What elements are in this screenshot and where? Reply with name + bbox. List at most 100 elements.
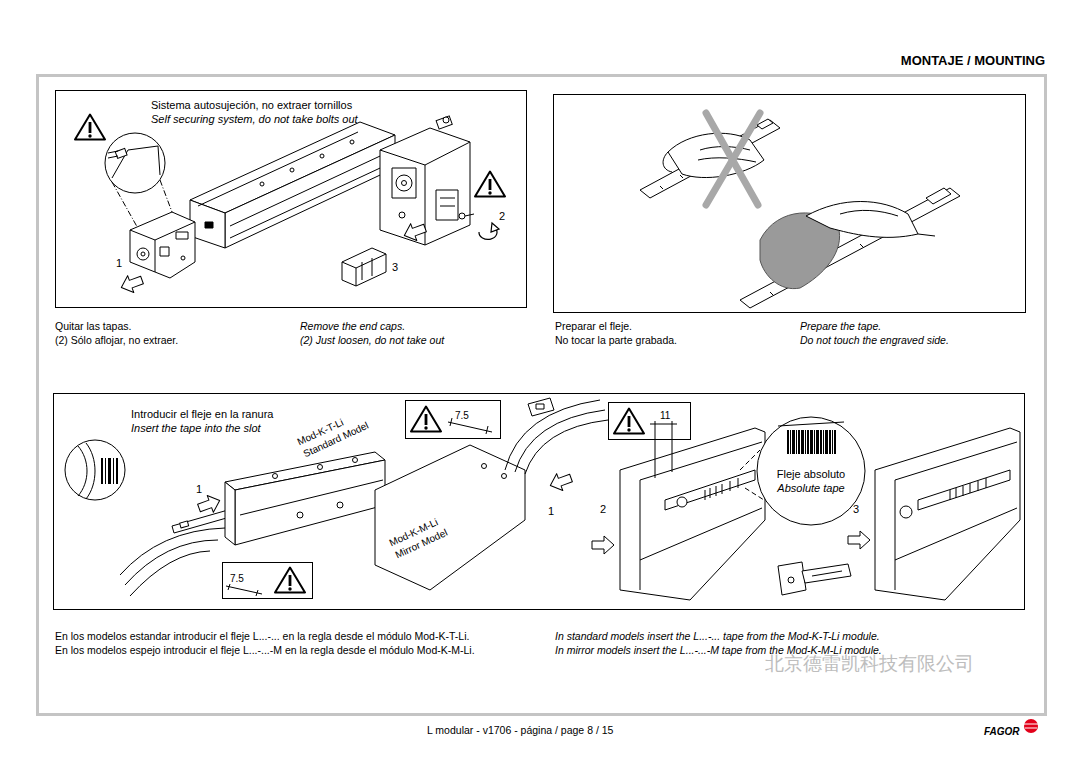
end-cap — [130, 212, 195, 278]
zoom-detail — [116, 458, 118, 484]
text-position: 北京德雷凯科技有限公司 — [765, 653, 974, 676]
scale-profile — [677, 497, 687, 507]
hand — [840, 210, 898, 216]
end-cap — [459, 213, 465, 219]
text-position: FAGOR — [984, 720, 1020, 739]
callout-number: 2 — [600, 503, 606, 515]
caption-text: (2) Just loosen, do not take out — [300, 334, 444, 346]
barcode-bar — [805, 430, 806, 454]
hand — [668, 133, 764, 177]
callout-number: 3 — [392, 261, 398, 273]
text-position: Quitar las tapas. — [55, 315, 131, 334]
cover-piece — [342, 248, 386, 286]
direction-arrow — [547, 470, 574, 494]
end-cap — [181, 256, 185, 260]
caption-text: Remove the end caps. — [300, 320, 405, 332]
logo-mark — [1024, 719, 1038, 733]
hand — [918, 234, 935, 236]
tape-edge — [778, 422, 844, 426]
barcode-bar — [787, 430, 789, 454]
reader-module — [273, 474, 278, 479]
text-position: No tocar la parte grabada. — [555, 329, 677, 348]
scale-profile — [730, 481, 731, 491]
dimension-box — [650, 424, 677, 425]
tape-coil — [515, 410, 605, 472]
direction-arrow — [401, 220, 428, 244]
dimension-box — [223, 563, 313, 599]
warning-sign — [614, 409, 644, 434]
reader-module — [353, 458, 358, 463]
hand — [663, 152, 672, 172]
text-position: Absolute tape — [756, 477, 866, 496]
cover-piece — [356, 268, 357, 286]
caption-text: In standard models insert the L...-... t… — [555, 630, 880, 642]
end-cap — [425, 165, 426, 245]
dimension-box — [448, 422, 492, 432]
magnifier-circle: Fleje absolutoAbsolute tape — [756, 416, 866, 526]
text-position: 7.5 — [230, 567, 244, 586]
barcode-bar — [801, 430, 804, 454]
zoom-detail — [78, 446, 87, 496]
text-position: L modular - v1706 - página / page 8 / 15 — [427, 719, 613, 738]
tape-coil — [130, 551, 210, 596]
reader-module — [375, 445, 525, 590]
cover-piece — [372, 258, 373, 276]
page-frame — [38, 76, 1046, 715]
text-position: En los modelos estandar introducir el fl… — [55, 625, 469, 644]
scale-profile — [620, 428, 765, 600]
end-cap — [380, 128, 470, 245]
logo-mark — [1025, 728, 1037, 729]
instruction-panel: Introducir el fleje en la ranuraInsert t… — [53, 393, 1025, 610]
scale-tape — [640, 119, 780, 198]
zoom-detail — [115, 148, 127, 158]
watermark: 北京德雷凯科技有限公司 — [765, 653, 974, 674]
text-position: 2 — [499, 205, 505, 224]
scale-profile — [875, 428, 1020, 600]
panel-text: Insert the tape into the slot — [131, 422, 261, 434]
prohibition-cross — [706, 113, 760, 205]
end-cap — [380, 142, 470, 165]
tape-end — [172, 510, 230, 533]
end-cap — [155, 240, 156, 272]
hand — [663, 133, 764, 177]
reader-module — [225, 482, 235, 545]
hand — [806, 202, 935, 238]
tape-end — [180, 521, 189, 528]
direction-arrow — [592, 536, 614, 554]
zoom-detail — [108, 458, 111, 484]
barcode-bar — [820, 430, 822, 454]
end-cap — [465, 214, 474, 216]
end-cap — [402, 181, 407, 186]
scale-profile — [705, 490, 706, 500]
text-position: 1 — [116, 252, 122, 271]
end-cap — [130, 212, 195, 278]
reader-module — [240, 480, 383, 515]
caption-text: Preparar el fleje. — [555, 320, 632, 332]
encoder-profile — [205, 222, 213, 228]
scale-profile — [956, 488, 957, 498]
tape-coil — [120, 528, 225, 596]
warning-sign — [475, 172, 505, 197]
dimension: 7.5 — [230, 573, 244, 584]
zoom-detail — [105, 458, 106, 484]
direction-arrow — [196, 492, 223, 516]
zoom-detail — [101, 458, 103, 484]
panel-text: Fleje absoluto — [777, 468, 846, 480]
zoom-detail — [86, 443, 95, 499]
dimension-box — [609, 403, 691, 479]
zoom-detail — [108, 156, 118, 158]
reader-module — [337, 502, 343, 508]
warning-sign — [475, 172, 505, 197]
zoom-detail — [112, 146, 160, 178]
encoder-profile — [290, 168, 294, 172]
scale-profile — [895, 508, 1017, 560]
scale-tape — [926, 188, 951, 204]
zoom-detail — [108, 151, 118, 153]
text-position: 1 — [196, 478, 202, 497]
warning-sign — [75, 115, 105, 140]
scale-profile — [895, 480, 896, 590]
direction-arrow — [547, 470, 574, 494]
end-cap — [436, 190, 458, 220]
direction-arrow — [592, 536, 614, 554]
encoder-profile — [230, 150, 393, 226]
